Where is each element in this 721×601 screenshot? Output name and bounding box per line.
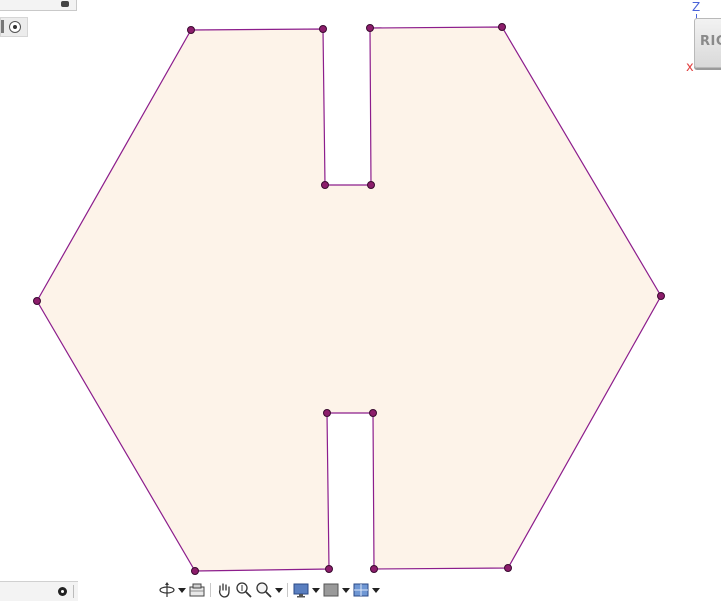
zoom-menu-caret[interactable] <box>275 580 283 600</box>
pan-icon <box>218 583 230 598</box>
z-axis-label: Z <box>692 0 701 14</box>
sketch-point[interactable] <box>369 409 377 417</box>
sketch-point[interactable] <box>191 567 199 575</box>
sketch-point[interactable] <box>321 181 329 189</box>
x-axis-label: x <box>686 60 694 75</box>
panel-pin-icon[interactable] <box>61 1 69 7</box>
sketch-point[interactable] <box>367 181 375 189</box>
look-at-icon <box>189 583 205 597</box>
sketch-point[interactable] <box>370 565 378 573</box>
display-settings-menu-caret[interactable] <box>312 580 320 600</box>
viewcube-face-label[interactable]: RIGHT <box>700 34 721 49</box>
viewcube[interactable]: Z RIGHT x <box>686 0 721 75</box>
pan-button[interactable] <box>215 580 233 600</box>
sketch-point[interactable] <box>319 25 327 33</box>
display-settings-icon <box>293 583 309 598</box>
comments-panel-fragment <box>0 581 78 601</box>
sketch-points <box>33 23 665 575</box>
sketch-point[interactable] <box>657 292 665 300</box>
navbar-separator <box>210 583 211 597</box>
grid-snaps-menu-caret[interactable] <box>342 580 350 600</box>
visibility-toggle[interactable] <box>0 17 28 37</box>
sketch-point[interactable] <box>187 26 195 34</box>
navigation-bar <box>158 579 380 601</box>
orbit-button[interactable] <box>158 580 176 600</box>
zoom-button[interactable] <box>235 580 253 600</box>
sketch-point[interactable] <box>504 564 512 572</box>
orbit-icon <box>159 582 175 597</box>
add-comment-icon[interactable] <box>58 587 67 596</box>
browser-panel-fragment <box>0 0 77 11</box>
sketch-point[interactable] <box>33 297 41 305</box>
toggle-divider <box>1 20 4 33</box>
panel-divider <box>73 585 74 598</box>
viewports-menu-caret[interactable] <box>372 580 380 600</box>
sketch-point[interactable] <box>323 409 331 417</box>
viewports-button[interactable] <box>352 580 370 600</box>
viewports-icon <box>353 583 369 597</box>
zoom-window-button[interactable] <box>255 580 273 600</box>
grid-snaps-button[interactable] <box>322 580 340 600</box>
grid-icon <box>323 583 339 597</box>
sketch-point[interactable] <box>366 24 374 32</box>
display-settings-button[interactable] <box>292 580 310 600</box>
zoom-window-icon <box>256 582 272 598</box>
orbit-menu-caret[interactable] <box>178 580 186 600</box>
look-at-button[interactable] <box>188 580 206 600</box>
sketch-point[interactable] <box>325 565 333 573</box>
sketch-profile[interactable] <box>36 26 662 572</box>
zoom-icon <box>236 582 252 598</box>
radio-icon[interactable] <box>9 21 21 33</box>
navbar-separator <box>287 583 288 597</box>
viewcube-face[interactable] <box>694 18 721 68</box>
sketch-point[interactable] <box>498 23 506 31</box>
